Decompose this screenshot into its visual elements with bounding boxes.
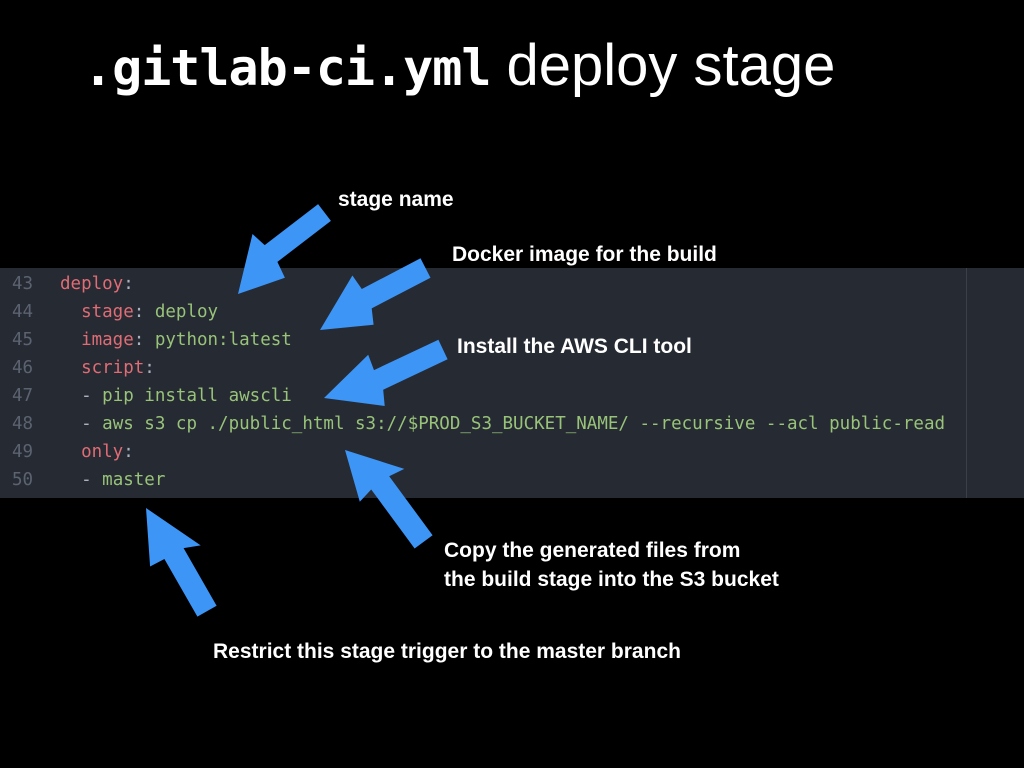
line-number: 47 bbox=[12, 386, 34, 406]
line-number: 43 bbox=[12, 274, 34, 294]
annotation-restrict-trigger: Restrict this stage trigger to the maste… bbox=[213, 640, 681, 663]
arrow-copy-files bbox=[345, 450, 433, 549]
code-text: script: bbox=[60, 358, 155, 378]
code-text: stage: deploy bbox=[60, 302, 219, 322]
code-panel: 43 deploy: 44 stage: deploy 45 image: pytho… bbox=[0, 268, 1024, 498]
arrow-stage-name bbox=[238, 204, 331, 294]
line-number: 49 bbox=[12, 442, 34, 462]
line-number: 45 bbox=[12, 330, 34, 350]
annotation-install-aws: Install the AWS CLI tool bbox=[457, 335, 692, 358]
line-number: 48 bbox=[12, 414, 34, 434]
annotation-stage-name: stage name bbox=[338, 188, 454, 211]
line-number: 44 bbox=[12, 302, 34, 322]
line-number-gutter bbox=[0, 268, 46, 498]
code-text: - master bbox=[60, 470, 166, 490]
slide-title: .gitlab-ci.yml deploy stage bbox=[83, 28, 835, 119]
title-text: deploy stage bbox=[506, 33, 836, 98]
code-text: - pip install awscli bbox=[60, 386, 292, 406]
code-text: image: python:latest bbox=[60, 330, 292, 350]
annotation-copy-files-line1: Copy the generated files from bbox=[444, 539, 741, 562]
annotation-docker-image: Docker image for the build bbox=[452, 243, 717, 266]
line-number: 50 bbox=[12, 470, 34, 490]
code-text: only: bbox=[60, 442, 134, 462]
title-filename: .gitlab-ci.yml bbox=[83, 39, 491, 97]
code-ruler bbox=[966, 268, 967, 498]
code-text: deploy: bbox=[60, 274, 134, 294]
code-text: - aws s3 cp ./public_html s3://$PROD_S3_… bbox=[60, 414, 946, 434]
line-number: 46 bbox=[12, 358, 34, 378]
arrow-restrict-trigger bbox=[146, 508, 217, 617]
annotation-copy-files-line2: the build stage into the S3 bucket bbox=[444, 568, 779, 591]
arrow-install-aws bbox=[324, 339, 448, 406]
arrow-docker-image bbox=[320, 258, 431, 330]
